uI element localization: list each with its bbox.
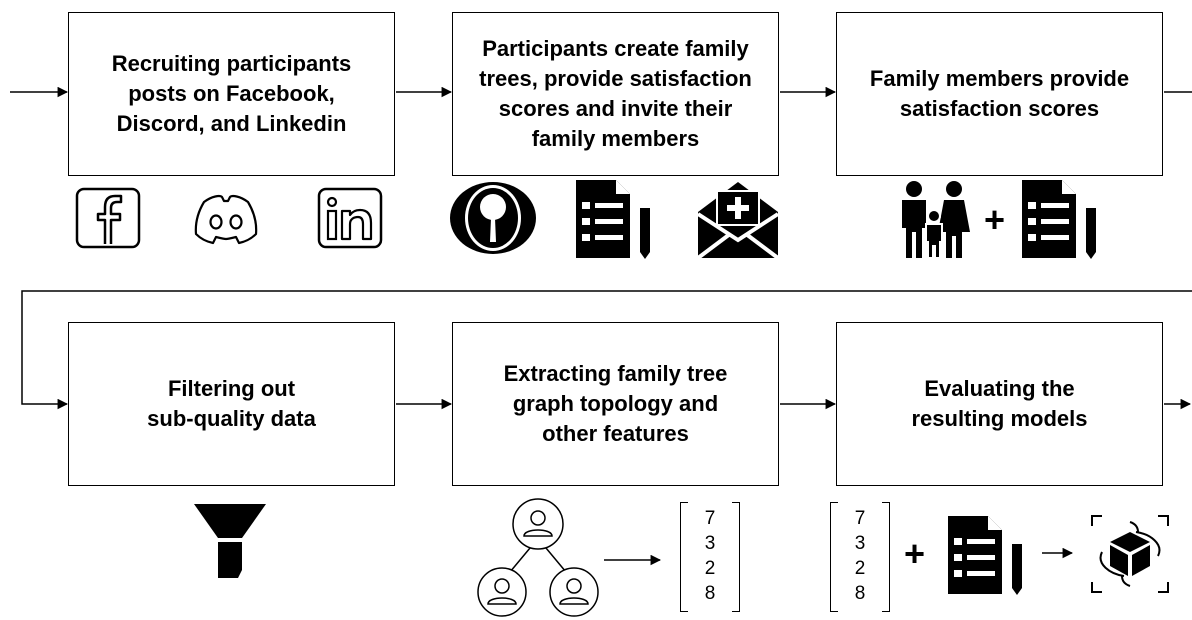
person-node-icon: [549, 567, 599, 617]
vector-value: 2: [704, 558, 716, 579]
facebook-icon: [75, 187, 141, 249]
vector-value: 8: [854, 583, 866, 604]
discord-icon: [194, 194, 258, 245]
person-node-icon: [477, 567, 527, 617]
step-recruit-box: Recruiting participants posts on Faceboo…: [68, 12, 395, 176]
step-evaluate-box: Evaluating the resulting models: [836, 322, 1163, 486]
vector-value: 8: [704, 583, 716, 604]
3d-model-cube-icon: [1091, 515, 1169, 593]
vector-value: 3: [704, 533, 716, 554]
step-evaluate-label: Evaluating the resulting models: [911, 376, 1088, 431]
vector-value: 7: [704, 508, 716, 529]
graph-topology-icon: [477, 498, 599, 617]
feature-vector: 7 3 2 8: [680, 502, 740, 614]
survey-checklist-icon: [576, 180, 650, 259]
linkedin-icon: [317, 187, 383, 249]
vector-left-bracket: [680, 502, 688, 612]
family-icon: [902, 181, 970, 259]
vector-value: 2: [854, 558, 866, 579]
filter-icon: [194, 504, 266, 578]
vector-left-bracket: [830, 502, 838, 612]
plus-sign: +: [904, 533, 926, 574]
vector-value: 3: [854, 533, 866, 554]
step-extract-label: Extracting family tree graph topology an…: [503, 361, 728, 446]
family-tree-app-icon: [450, 182, 536, 254]
step-recruit-label: Recruiting participants posts on Faceboo…: [111, 51, 352, 136]
plus-sign: +: [984, 199, 1006, 240]
step-extract-box: Extracting family tree graph topology an…: [452, 322, 779, 486]
invite-mail-icon: [696, 182, 780, 260]
survey-checklist-icon: [948, 516, 1022, 595]
step-family-box: Family members provide satisfaction scor…: [836, 12, 1163, 176]
person-node-icon: [512, 498, 564, 550]
step-trees-label: Participants create family trees, provid…: [479, 36, 752, 151]
vector-value: 7: [854, 508, 866, 529]
vector-right-bracket: [882, 502, 890, 612]
feature-vector: 7 3 2 8: [830, 502, 890, 614]
step-family-label: Family members provide satisfaction scor…: [869, 66, 1130, 121]
step-filter-box: Filtering out sub-quality data: [68, 322, 395, 486]
wrap-connector-return: [21, 290, 1192, 410]
vector-right-bracket: [732, 502, 740, 612]
step-filter-label: Filtering out sub-quality data: [147, 376, 316, 431]
step-trees-box: Participants create family trees, provid…: [452, 12, 779, 176]
survey-checklist-icon: [1022, 180, 1096, 259]
